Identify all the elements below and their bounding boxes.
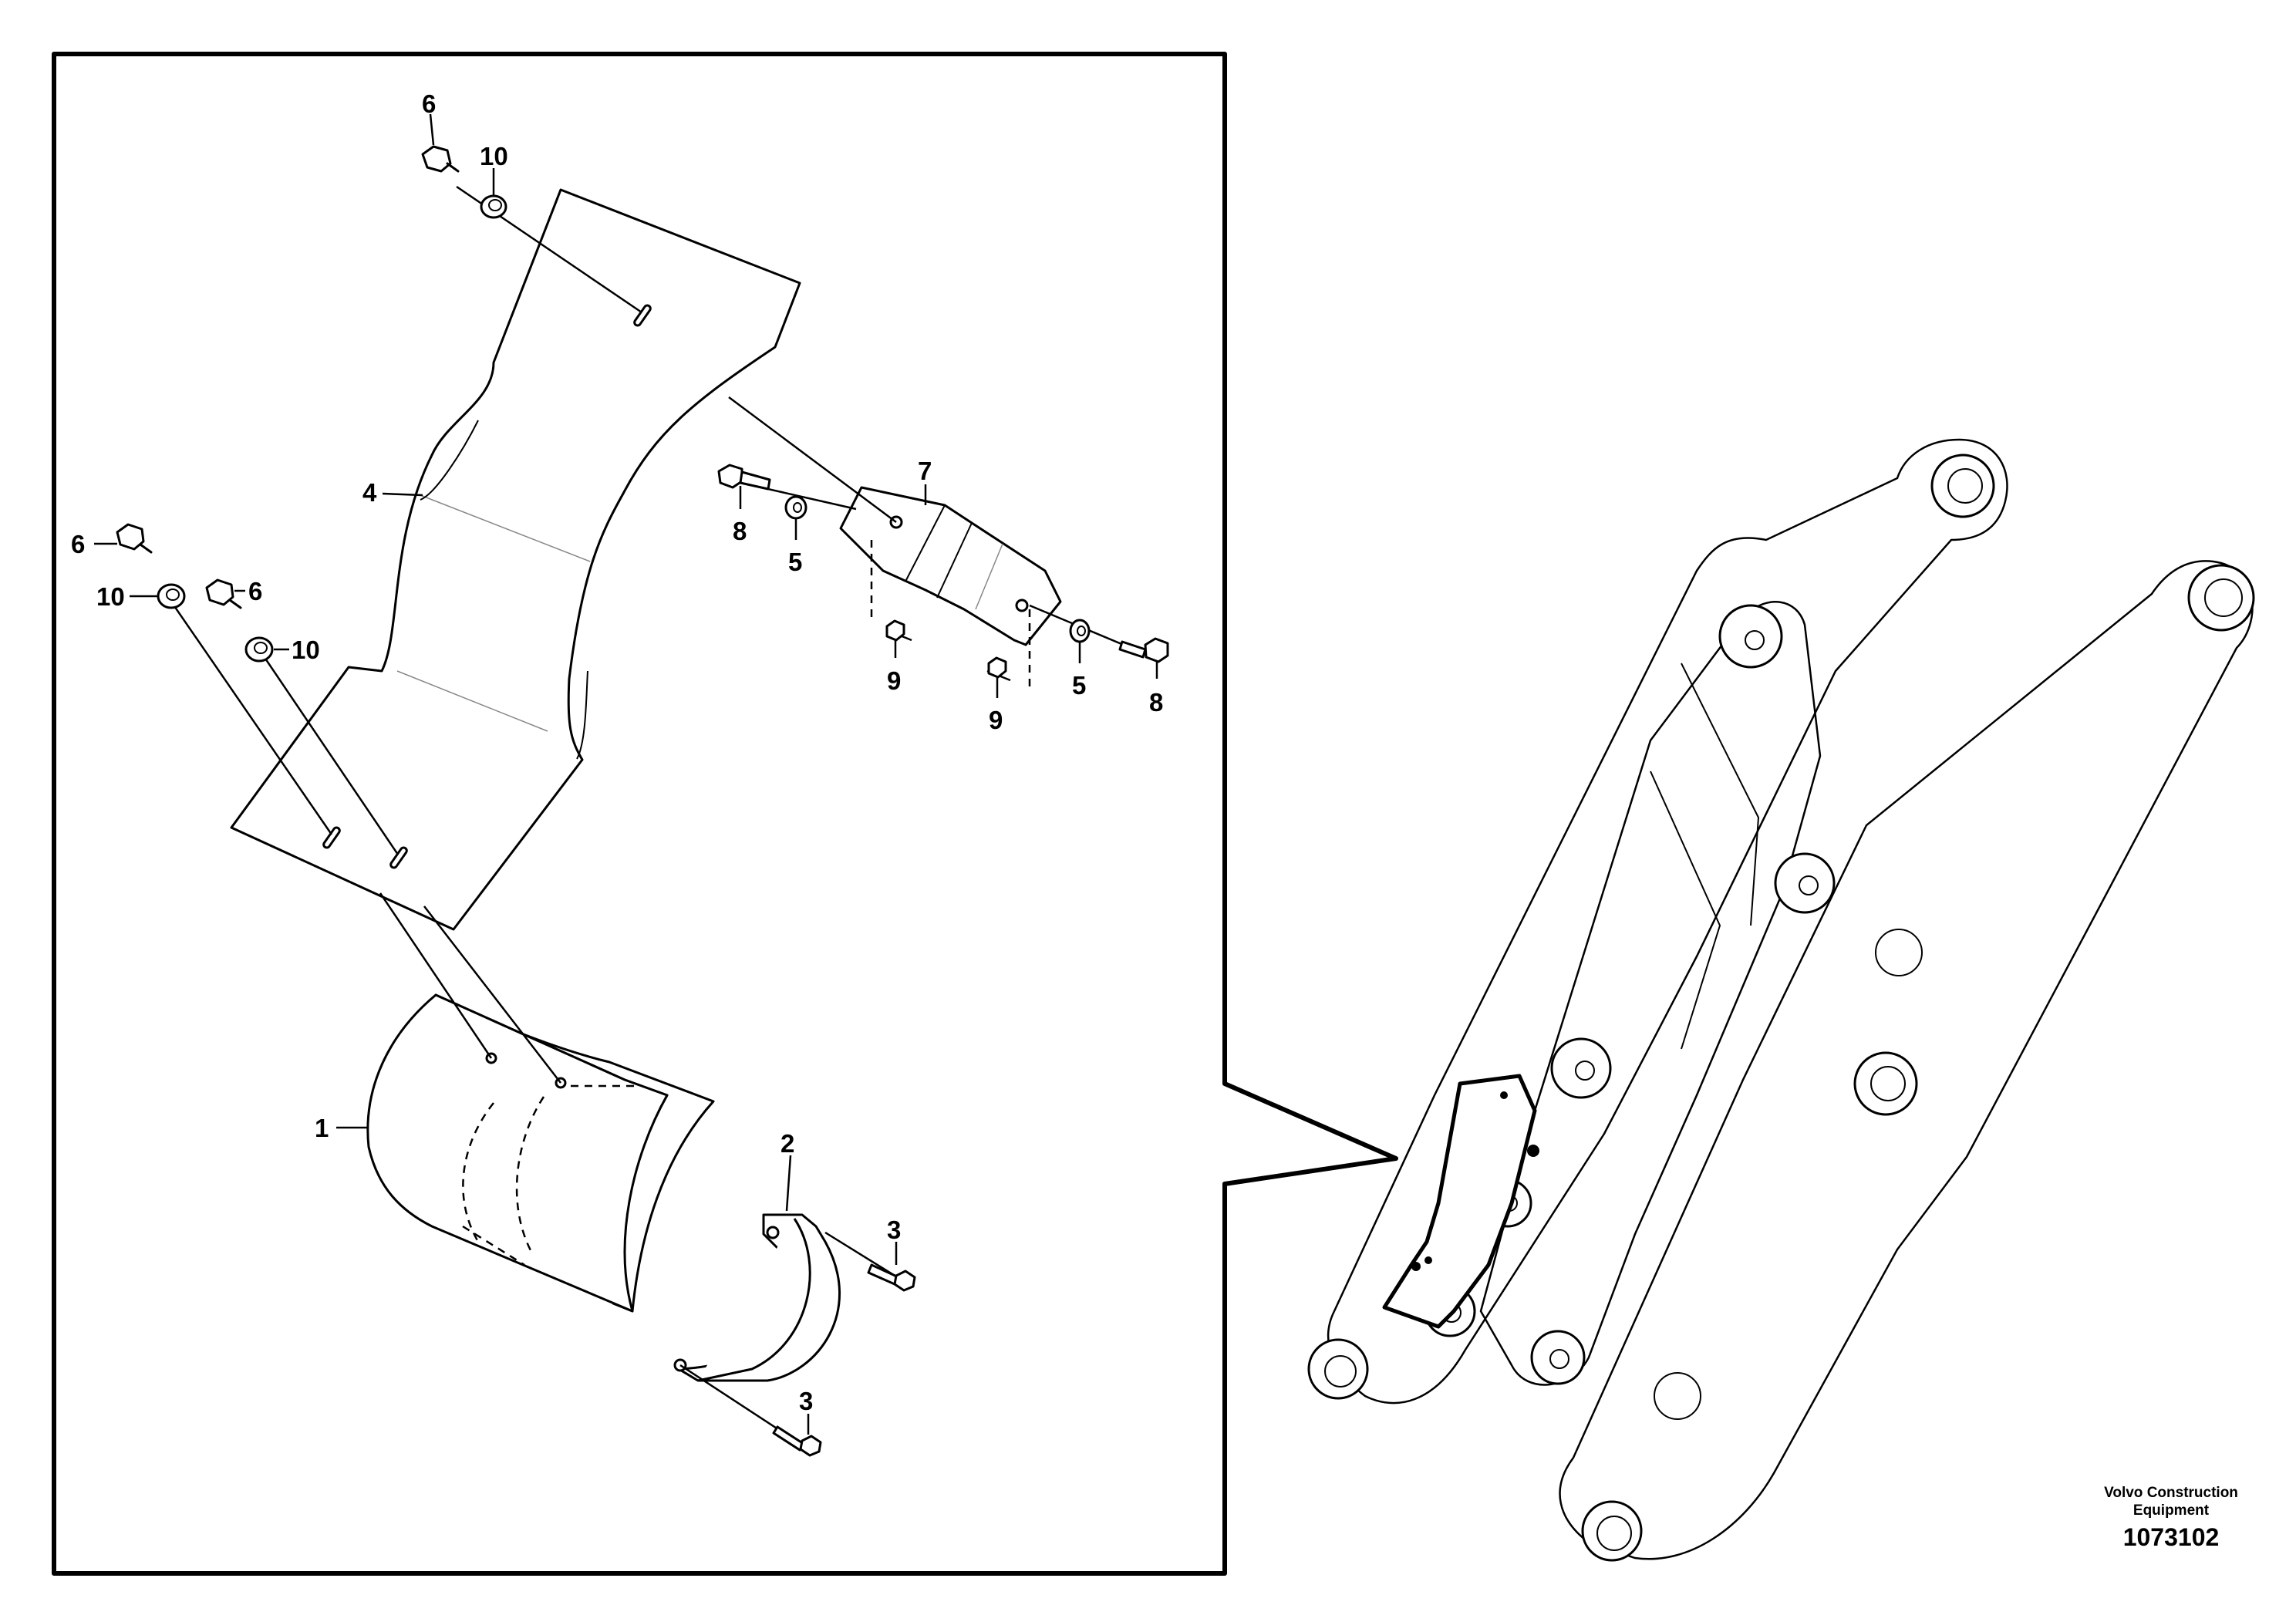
hex-bolt-icon [772, 1425, 822, 1457]
callout-5-right: 5 [1072, 671, 1086, 700]
sleeve-part-1 [366, 993, 715, 1313]
callout-6-left: 6 [71, 530, 85, 558]
hex-bolt-icon [717, 464, 771, 491]
callout-labels: 6 10 4 6 10 6 10 8 5 7 9 9 5 8 1 2 3 3 [71, 89, 1163, 1435]
lift-arm-overview [1307, 438, 2255, 1562]
highlighted-guard [1382, 1074, 1537, 1329]
pivot-icon [1654, 1372, 1701, 1420]
callout-9-right: 9 [989, 706, 1003, 734]
callout-10-left: 10 [96, 582, 125, 611]
brand-line-1: Volvo Construction [2104, 1485, 2238, 1501]
callout-7: 7 [918, 457, 932, 485]
callout-1: 1 [315, 1114, 329, 1142]
callout-8-left: 8 [733, 517, 747, 545]
pivot-icon [1930, 454, 1995, 518]
detail-frame [52, 52, 1398, 1576]
hex-bolt-icon [867, 1263, 916, 1292]
hex-bolt-icon [116, 523, 153, 554]
nut-icon [885, 619, 905, 642]
pivot-icon [2187, 564, 2255, 632]
callout-3-upper: 3 [887, 1216, 901, 1244]
pivot-icon [1853, 1051, 1918, 1116]
callout-6-top: 6 [422, 89, 436, 118]
pivot-icon [1774, 852, 1836, 914]
washer-icon [244, 636, 274, 663]
pivot-icon [1307, 1338, 1369, 1400]
clamp-part-2 [673, 1213, 841, 1382]
drawing-number: 1073102 [2122, 1523, 2220, 1551]
callout-10-mid: 10 [292, 636, 320, 664]
washer-icon [480, 194, 507, 219]
callout-9-left: 9 [887, 666, 901, 695]
bracket-part-7 [839, 486, 1062, 686]
callout-4: 4 [362, 478, 377, 507]
washer-icon [1069, 619, 1091, 643]
callout-3-lower: 3 [799, 1387, 813, 1415]
hex-bolt-icon [1118, 637, 1169, 663]
guard-plate-part-4 [230, 188, 801, 931]
callout-2: 2 [781, 1129, 794, 1158]
pivot-icon [1550, 1037, 1612, 1099]
pivot-icon [1875, 929, 1923, 976]
callout-10-top: 10 [480, 142, 508, 170]
washer-icon [157, 583, 186, 609]
brand-line-2: Equipment [2132, 1502, 2210, 1519]
pivot-icon [1530, 1330, 1586, 1385]
hex-bolt-icon [205, 578, 242, 609]
hex-bolt-icon [421, 145, 460, 173]
callout-5-left: 5 [788, 548, 802, 576]
pivot-icon [1581, 1500, 1643, 1562]
callout-6-mid: 6 [248, 577, 262, 605]
callout-8-right: 8 [1149, 688, 1163, 717]
nut-icon [987, 656, 1007, 679]
pivot-icon [1718, 604, 1783, 669]
washer-icon [784, 495, 807, 520]
